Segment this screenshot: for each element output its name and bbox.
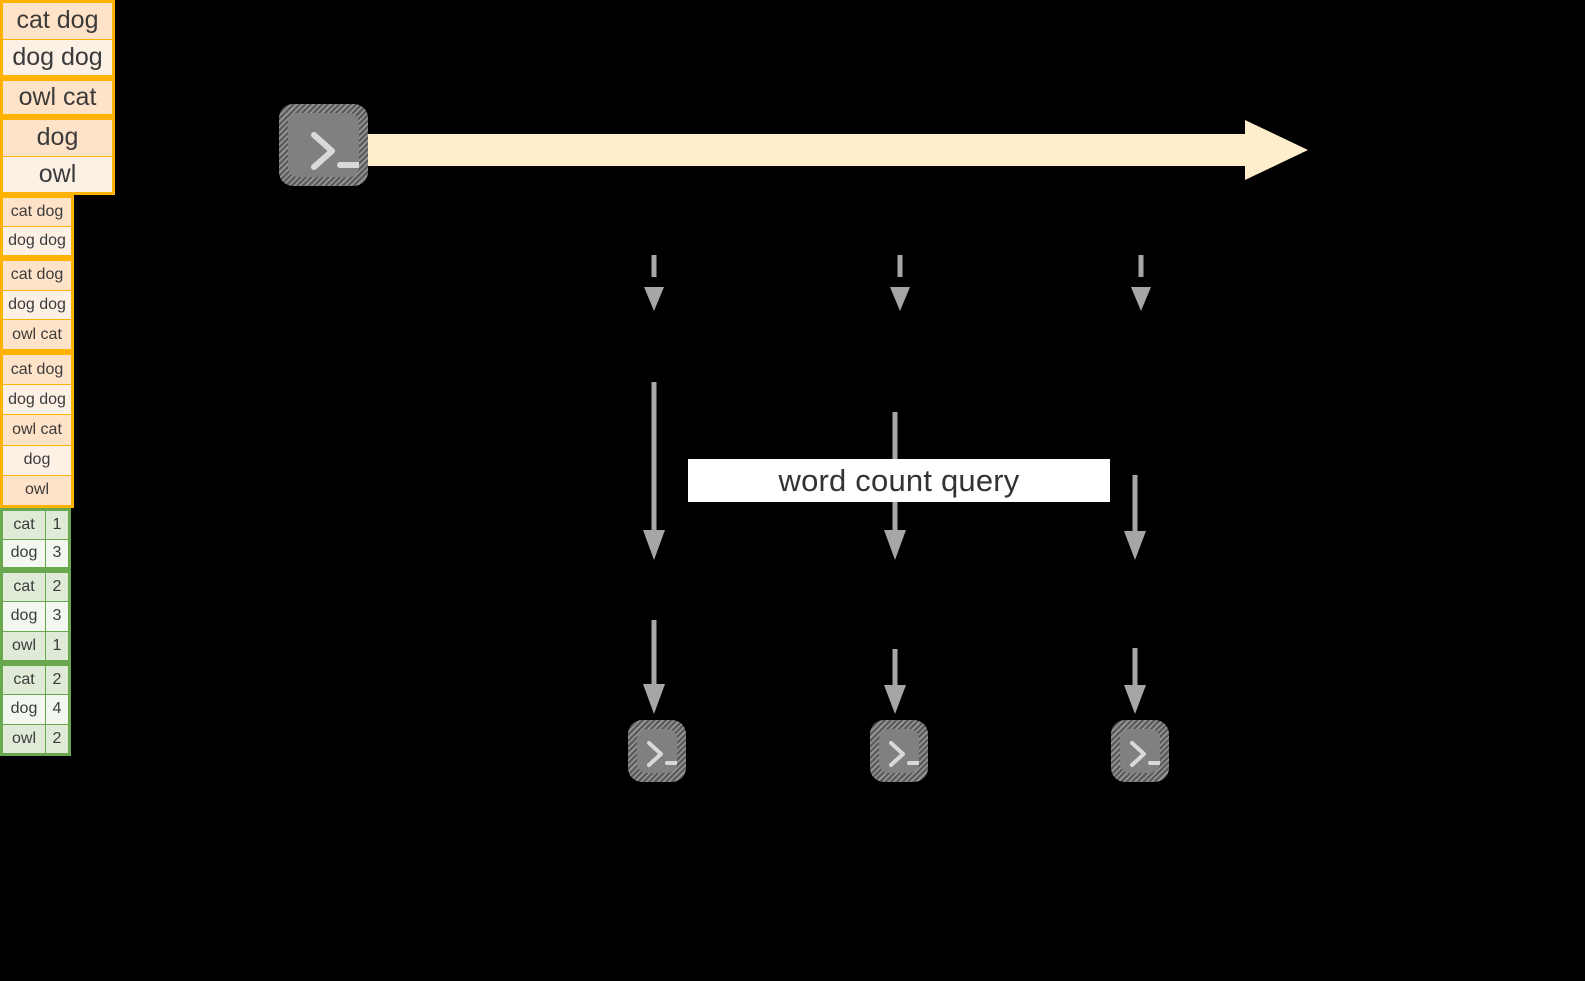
count-word: cat — [3, 666, 46, 695]
down-arrow-icon — [1124, 648, 1146, 714]
stream-message[interactable]: cat dog dog dog — [0, 0, 115, 78]
terminal-screen — [288, 113, 359, 177]
accumulated-table[interactable]: cat dog dog dog — [0, 195, 74, 258]
count-row: owl 1 — [3, 631, 68, 660]
accumulated-row: cat dog — [3, 355, 71, 386]
count-word: owl — [3, 631, 46, 660]
accumulated-row: cat dog — [3, 198, 71, 227]
dashed-down-arrow-icon — [1131, 255, 1151, 311]
accumulated-table[interactable]: cat dog dog dog owl cat dog owl — [0, 352, 74, 508]
stream-message[interactable]: dog owl — [0, 117, 115, 195]
terminal-sink-icon[interactable] — [628, 720, 686, 782]
count-value: 2 — [46, 573, 68, 602]
query-label: word count query — [778, 462, 1020, 498]
count-row: cat 1 — [3, 511, 68, 540]
count-word: dog — [3, 539, 46, 567]
terminal-screen — [1120, 729, 1160, 773]
message-row: cat dog — [3, 3, 112, 40]
count-value: 3 — [46, 602, 68, 631]
down-arrow-icon — [643, 382, 665, 560]
word-count-table[interactable]: cat 1 dog 3 — [0, 508, 71, 570]
message-row: dog dog — [3, 39, 112, 75]
down-arrow-icon — [643, 620, 665, 714]
count-row: dog 4 — [3, 695, 68, 725]
count-value: 2 — [46, 666, 68, 695]
count-word: dog — [3, 695, 46, 724]
count-row: dog 3 — [3, 602, 68, 632]
count-word: cat — [3, 511, 46, 539]
count-value: 2 — [46, 724, 68, 753]
terminal-sink-icon[interactable] — [1111, 720, 1169, 782]
accumulated-row: dog dog — [3, 290, 71, 321]
accumulated-row: dog — [3, 445, 71, 476]
count-row: owl 2 — [3, 724, 68, 753]
message-row: dog — [3, 120, 112, 157]
count-value: 4 — [46, 695, 68, 724]
count-row: cat 2 — [3, 666, 68, 696]
terminal-source-icon[interactable] — [279, 104, 368, 186]
accumulated-row: dog dog — [3, 227, 71, 255]
terminal-sink-icon[interactable] — [870, 720, 928, 782]
accumulated-row: owl cat — [3, 415, 71, 446]
stream-message[interactable]: owl cat — [0, 78, 115, 117]
accumulated-row: owl cat — [3, 320, 71, 350]
accumulated-row: cat dog — [3, 261, 71, 291]
right-arrow-icon — [360, 120, 1308, 180]
dashed-down-arrow-icon — [890, 255, 910, 311]
count-word: dog — [3, 602, 46, 631]
count-row: dog 3 — [3, 539, 68, 567]
count-value: 3 — [46, 539, 68, 567]
accumulated-table[interactable]: cat dog dog dog owl cat — [0, 258, 74, 352]
dashed-down-arrow-icon — [644, 255, 664, 311]
count-word: owl — [3, 724, 46, 753]
down-arrow-icon — [1124, 475, 1146, 560]
count-word: cat — [3, 573, 46, 602]
accumulated-row: owl — [3, 475, 71, 506]
accumulated-row: dog dog — [3, 385, 71, 416]
terminal-screen — [637, 729, 677, 773]
message-row: owl cat — [3, 81, 112, 114]
word-count-table[interactable]: cat 2 dog 4 owl 2 — [0, 663, 71, 756]
message-row: owl — [3, 156, 112, 192]
down-arrow-icon — [884, 649, 906, 714]
count-row: cat 2 — [3, 573, 68, 603]
terminal-screen — [879, 729, 919, 773]
count-value: 1 — [46, 631, 68, 660]
query-label-band: word count query — [688, 459, 1110, 502]
count-value: 1 — [46, 511, 68, 539]
word-count-table[interactable]: cat 2 dog 3 owl 1 — [0, 570, 71, 663]
